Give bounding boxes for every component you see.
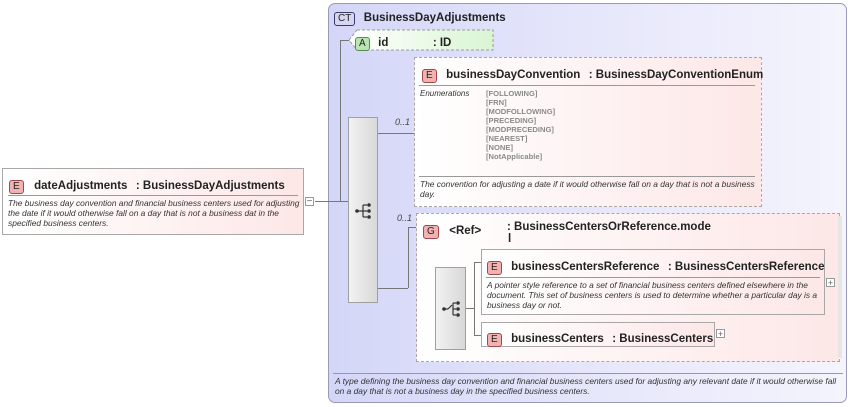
sequence-compositor[interactable] [348,117,378,303]
divider [8,195,298,196]
element-name: businessDayConvention [446,69,581,81]
enumeration-item: [MODFOLLOWING] [486,107,556,116]
root-element-dateAdjustments[interactable]: E dateAdjustments : BusinessDayAdjustmen… [2,168,304,235]
element-businessCenters[interactable]: E businessCenters : BusinessCenters [481,322,715,347]
enumeration-item: [NotApplicable] [486,152,543,161]
divider [419,176,755,177]
choice-compositor[interactable] [435,267,466,350]
element-name: businessCentersReference [511,261,660,273]
divider [486,277,820,278]
group-ref: <Ref> [449,225,482,237]
element-badge: E [487,261,502,275]
enumeration-item: [MODPRECEDING] [486,125,554,134]
enumerations-label: Enumerations [420,89,470,98]
element-type: : BusinessDayConventionEnum [588,69,764,81]
divider [333,373,843,374]
element-type: : BusinessDayAdjustments [135,180,285,192]
group-badge: G [423,225,439,239]
cardinality-label: 0..1 [397,213,413,223]
element-businessDayConvention[interactable]: E businessDayConvention : BusinessDayCon… [414,57,764,207]
group-name: : BusinessCentersOrReference.mode [507,221,711,233]
divider [419,85,755,86]
plus-icon[interactable]: + [716,329,725,339]
element-businessCentersReference[interactable]: E businessCentersReference : BusinessCen… [481,249,825,315]
attribute-type: : ID [432,37,452,49]
element-type: : BusinessCenters [612,333,714,345]
attribute-name: id [378,37,389,49]
element-doc: The convention for adjusting a date if i… [420,179,755,199]
enumeration-item: [PRECEDING] [486,116,537,125]
group-name-wrap: l [508,233,512,245]
enumeration-item: [NEAREST] [486,134,528,143]
element-name: businessCenters [511,333,604,345]
element-doc: A pointer style reference to a set of fi… [487,280,818,310]
element-doc: The business day convention and financia… [8,198,300,228]
attribute-id[interactable] [347,29,495,53]
complex-type-doc: A type defining the business day convent… [335,376,837,396]
element-badge: E [422,69,437,83]
group-shadow [838,216,842,358]
cardinality-label: 0..1 [395,117,411,127]
enumeration-item: [FRN] [486,98,507,107]
minus-icon[interactable]: − [305,196,314,207]
element-name: dateAdjustments [34,180,128,192]
enumeration-list: [FOLLOWING] [FRN] [MODFOLLOWING] [PRECED… [486,89,555,161]
attribute-badge: A [355,37,370,51]
complex-type-name: BusinessDayAdjustments [363,12,506,24]
complex-type-badge: CT [334,12,356,26]
enumeration-item: [NONE] [486,143,513,152]
enumeration-item: [FOLLOWING] [486,89,538,98]
sequence-icon [355,203,371,219]
plus-icon[interactable]: + [826,278,835,288]
element-type: : BusinessCentersReference [667,261,825,273]
choice-icon [442,301,460,317]
element-badge: E [9,180,24,194]
element-badge: E [487,333,502,347]
